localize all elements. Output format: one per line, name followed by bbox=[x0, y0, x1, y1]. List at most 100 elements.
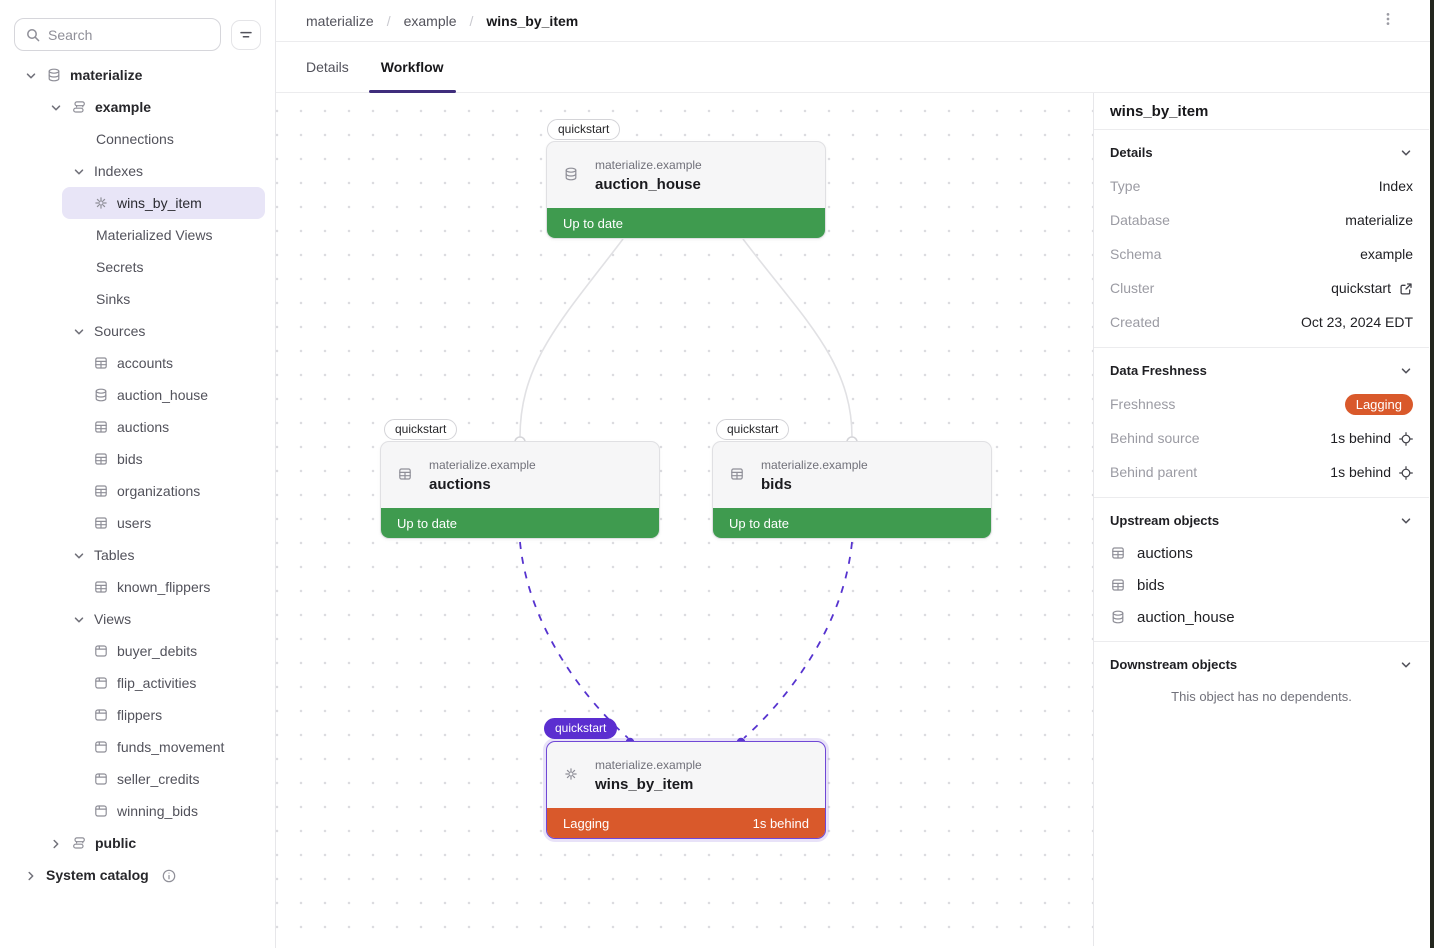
section-details-header[interactable]: Details bbox=[1110, 136, 1413, 169]
upstream-item-auction-house[interactable]: auction_house bbox=[1110, 601, 1413, 633]
edge-auction-house-to-bids bbox=[742, 238, 853, 438]
sidebar-item-flip-activities[interactable]: flip_activities bbox=[0, 667, 275, 699]
sidebar-item-auction-house[interactable]: auction_house bbox=[0, 379, 275, 411]
chevron-right-icon[interactable] bbox=[48, 836, 63, 851]
sidebar-item-system-catalog[interactable]: System catalog bbox=[0, 859, 275, 891]
behind-source-row: Behind source 1s behind bbox=[1110, 421, 1413, 455]
sidebar-item-connections[interactable]: Connections bbox=[96, 131, 174, 147]
filter-button[interactable] bbox=[231, 19, 261, 50]
status-bar: Up to date bbox=[713, 508, 991, 538]
section-downstream: Downstream objects This object has no de… bbox=[1094, 642, 1429, 726]
breadcrumb-schema[interactable]: example bbox=[403, 12, 457, 29]
chevron-down-icon[interactable] bbox=[1398, 363, 1413, 378]
external-link-icon[interactable] bbox=[1398, 281, 1413, 296]
sidebar-item-example[interactable]: example bbox=[0, 91, 275, 123]
table-icon bbox=[95, 581, 107, 593]
node-auction-house[interactable]: materialize.example auction_house Up to … bbox=[546, 141, 826, 239]
sidebar-item-auctions[interactable]: auctions bbox=[0, 411, 275, 443]
breadcrumb-database[interactable]: materialize bbox=[306, 12, 374, 29]
chevron-down-icon[interactable] bbox=[71, 164, 86, 179]
search-row bbox=[0, 0, 275, 51]
chevron-down-icon[interactable] bbox=[71, 548, 86, 563]
sidebar-item-organizations[interactable]: organizations bbox=[0, 475, 275, 507]
chevron-right-icon[interactable] bbox=[23, 868, 38, 883]
tab-bar: Details Workflow bbox=[276, 42, 1430, 93]
target-icon[interactable] bbox=[1398, 431, 1413, 446]
upstream-item-auctions[interactable]: auctions bbox=[1110, 537, 1413, 569]
view-icon bbox=[95, 645, 107, 657]
node-schema: materialize.example bbox=[429, 457, 536, 472]
section-upstream: Upstream objects auctions bids auction_h… bbox=[1094, 498, 1429, 642]
sidebar-item-known-flippers[interactable]: known_flippers bbox=[0, 571, 275, 603]
sidebar-item-indexes[interactable]: Indexes bbox=[0, 155, 275, 187]
sidebar-item-materialize[interactable]: materialize bbox=[0, 59, 275, 91]
status-bar: Up to date bbox=[547, 208, 825, 238]
detail-row-type: Type Index bbox=[1110, 178, 1413, 194]
search-input[interactable] bbox=[48, 26, 210, 43]
sidebar-item-sinks[interactable]: Sinks bbox=[96, 291, 131, 307]
sidebar-item-tables[interactable]: Tables bbox=[0, 539, 275, 571]
node-auctions[interactable]: materialize.example auctions Up to date bbox=[380, 441, 660, 539]
breadcrumb-separator: / bbox=[386, 12, 391, 29]
index-icon bbox=[95, 197, 107, 209]
table-icon bbox=[95, 357, 107, 369]
chevron-down-icon[interactable] bbox=[1398, 657, 1413, 672]
tab-workflow[interactable]: Workflow bbox=[368, 42, 456, 93]
status-text: Up to date bbox=[397, 515, 457, 531]
sidebar-item-funds-movement[interactable]: funds_movement bbox=[0, 731, 275, 763]
sidebar-item-sources[interactable]: Sources bbox=[0, 315, 275, 347]
sidebar-item-users[interactable]: users bbox=[0, 507, 275, 539]
section-freshness-header[interactable]: Data Freshness bbox=[1110, 354, 1413, 387]
main-content: materialize / example / wins_by_item Det… bbox=[276, 0, 1430, 948]
cluster-link[interactable]: quickstart bbox=[1331, 280, 1413, 296]
search-box[interactable] bbox=[14, 18, 221, 51]
chevron-down-icon[interactable] bbox=[48, 100, 63, 115]
section-upstream-header[interactable]: Upstream objects bbox=[1110, 504, 1413, 537]
edge-auction-house-to-auctions bbox=[519, 238, 624, 438]
view-icon bbox=[95, 741, 107, 753]
node-name: bids bbox=[761, 475, 792, 493]
sidebar-item-winning-bids[interactable]: winning_bids bbox=[0, 795, 275, 827]
node-name: auction_house bbox=[595, 175, 701, 193]
tab-details[interactable]: Details bbox=[306, 59, 349, 75]
sidebar-item-views[interactable]: Views bbox=[0, 603, 275, 635]
schema-icon bbox=[73, 837, 85, 849]
sidebar-item-secrets[interactable]: Secrets bbox=[96, 259, 144, 275]
section-downstream-header[interactable]: Downstream objects bbox=[1110, 648, 1413, 681]
chevron-down-icon[interactable] bbox=[23, 68, 38, 83]
node-name: wins_by_item bbox=[595, 775, 694, 793]
chevron-down-icon[interactable] bbox=[1398, 513, 1413, 528]
sidebar-item-accounts[interactable]: accounts bbox=[0, 347, 275, 379]
sidebar-item-flippers[interactable]: flippers bbox=[0, 699, 275, 731]
behind-parent-row: Behind parent 1s behind bbox=[1110, 455, 1413, 489]
upstream-item-bids[interactable]: bids bbox=[1110, 569, 1413, 601]
sidebar-item-bids[interactable]: bids bbox=[0, 443, 275, 475]
chevron-down-icon[interactable] bbox=[1398, 145, 1413, 160]
node-schema: materialize.example bbox=[595, 757, 702, 772]
table-icon bbox=[1112, 546, 1124, 559]
sidebar-item-buyer-debits[interactable]: buyer_debits bbox=[0, 635, 275, 667]
lagging-badge: Lagging bbox=[1344, 393, 1413, 415]
section-data-freshness: Data Freshness Freshness Lagging Behind … bbox=[1094, 348, 1429, 498]
kebab-menu-icon[interactable] bbox=[1380, 11, 1400, 31]
sidebar-item-wins-by-item[interactable]: wins_by_item bbox=[62, 187, 265, 219]
workflow-canvas[interactable]: quickstart materialize.example auction_h… bbox=[276, 93, 1093, 946]
info-icon[interactable] bbox=[161, 868, 176, 883]
downstream-empty-text: This object has no dependents. bbox=[1171, 689, 1352, 704]
chevron-down-icon[interactable] bbox=[71, 612, 86, 627]
section-details: Details Type Index Database materialize … bbox=[1094, 130, 1429, 348]
target-icon[interactable] bbox=[1398, 465, 1413, 480]
node-wins-by-item[interactable]: materialize.example wins_by_item Lagging… bbox=[546, 741, 826, 839]
sidebar-item-seller-credits[interactable]: seller_credits bbox=[0, 763, 275, 795]
sidebar-item-public[interactable]: public bbox=[0, 827, 275, 859]
node-bids[interactable]: materialize.example bids Up to date bbox=[712, 441, 992, 539]
search-icon bbox=[27, 28, 40, 41]
table-icon bbox=[731, 467, 743, 480]
status-detail: 1s behind bbox=[752, 815, 809, 831]
screen-edge-strip bbox=[1430, 0, 1434, 948]
table-icon bbox=[95, 421, 107, 433]
chevron-down-icon[interactable] bbox=[71, 324, 86, 339]
sidebar-item-materialized-views[interactable]: Materialized Views bbox=[96, 227, 213, 243]
database-icon bbox=[1112, 610, 1124, 623]
